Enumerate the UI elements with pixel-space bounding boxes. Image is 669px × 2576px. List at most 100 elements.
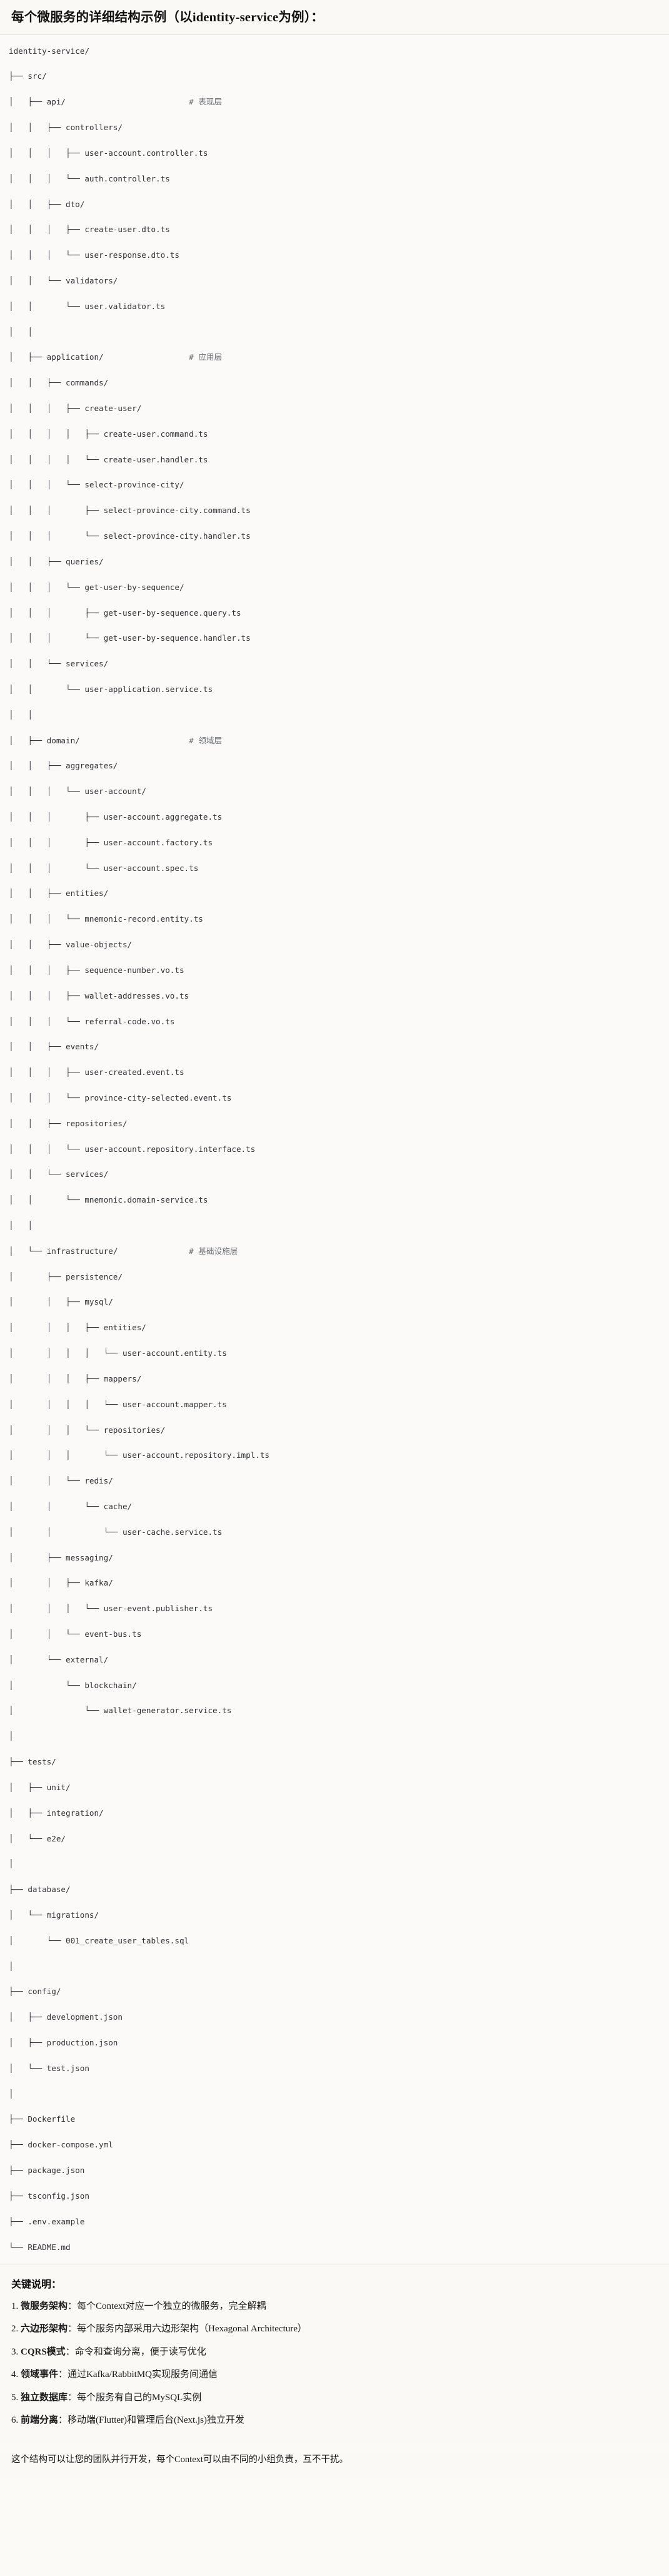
tree-line: │ │ │ └── user-event.publisher.ts — [9, 1604, 213, 1614]
tree-line: │ │ │ └── select-province-city.handler.t… — [9, 531, 251, 541]
tree-line: │ │ │ │ └── user-account.entity.ts — [9, 1348, 227, 1358]
tree-line: │ │ ├── kafka/ — [9, 1578, 113, 1588]
key-note-number: 2. — [11, 2324, 21, 2334]
key-note-description: 每个服务内部采用六边形架构（Hexagonal Architecture） — [77, 2324, 307, 2334]
tree-line: │ ├── development.json — [9, 2012, 123, 2022]
page-title-paren-close: 为例） — [278, 10, 311, 24]
tree-line: ├── package.json — [9, 2166, 85, 2176]
key-note-number: 3. — [11, 2346, 21, 2357]
key-note-description: 命令和查询分离，便于读写优化 — [74, 2346, 206, 2357]
tree-line: │ │ │ └── auth.controller.ts — [9, 173, 170, 183]
tree-line: │ │ └── event-bus.ts — [9, 1629, 142, 1639]
key-note-description: 每个服务有自己的MySQL实例 — [77, 2392, 202, 2403]
key-note-separator: ： — [65, 2346, 75, 2357]
tree-line: │ │ ├── mysql/ — [9, 1297, 113, 1307]
tree-line-comment: # 基础设施层 — [189, 1246, 238, 1256]
key-note-item: 1. 微服务架构：每个Context对应一个独立的微服务，完全解耦 — [11, 2299, 658, 2314]
tree-line: │ │ └── user-application.service.ts — [9, 684, 213, 694]
tree-line: │ └── test.json — [9, 2063, 89, 2073]
key-note-number: 1. — [11, 2301, 21, 2311]
key-note-term: 领域事件 — [21, 2370, 59, 2380]
page-title-prefix: 每个微服务的详细结构示例 — [11, 10, 167, 24]
document-page: 每个微服务的详细结构示例（以identity-service为例）： ident… — [0, 10, 669, 2478]
tree-line: │ │ ├── repositories/ — [9, 1118, 128, 1128]
tree-line: │ ├── messaging/ — [9, 1552, 113, 1562]
tree-line: │ └── external/ — [9, 1654, 109, 1664]
tree-line: │ │ └── mnemonic.domain-service.ts — [9, 1195, 208, 1205]
tree-line: ├── .env.example — [9, 2216, 85, 2226]
page-title-colon: ： — [311, 10, 324, 24]
tree-line: │ └── wallet-generator.service.ts — [9, 1706, 232, 1716]
tree-line: ├── config/ — [9, 1987, 61, 1997]
key-notes-title: 关键说明： — [11, 2279, 62, 2290]
tree-line: │ ├── application/ # 应用层 — [9, 352, 223, 362]
tree-line: ├── src/ — [9, 71, 47, 81]
page-title-service-name: identity-service — [192, 11, 279, 24]
tree-line: │ │ │ ├── entities/ — [9, 1323, 146, 1333]
key-note-separator: ： — [68, 2301, 78, 2311]
page-title-paren-open: （以 — [166, 10, 193, 24]
key-note-item: 5. 独立数据库：每个服务有自己的MySQL实例 — [11, 2391, 658, 2405]
tree-line: │ │ └── cache/ — [9, 1501, 133, 1511]
closing-paragraph: 这个结构可以让您的团队并行开发，每个Context可以由不同的小组负责，互不干扰… — [0, 2452, 669, 2478]
tree-line: │ │ │ ├── create-user.dto.ts — [9, 225, 170, 235]
key-note-separator: ： — [58, 2415, 68, 2426]
tree-line: │ — [9, 1731, 14, 1741]
key-note-description: 每个Context对应一个独立的微服务，完全解耦 — [77, 2301, 266, 2311]
tree-line: │ │ │ └── get-user-by-sequence.handler.t… — [9, 633, 251, 643]
tree-line: │ │ ├── controllers/ — [9, 123, 123, 133]
tree-line: │ │ │ └── user-response.dto.ts — [9, 250, 179, 260]
tree-line: │ │ ├── events/ — [9, 1042, 99, 1052]
tree-line: │ ├── persistence/ — [9, 1271, 123, 1281]
tree-line: │ │ ├── queries/ — [9, 556, 104, 566]
key-note-description: 通过Kafka/RabbitMQ实现服务间通信 — [68, 2370, 218, 2380]
tree-line: │ ├── production.json — [9, 2038, 118, 2048]
tree-line-comment: # 领域层 — [189, 735, 223, 745]
tree-line: │ │ │ ├── wallet-addresses.vo.ts — [9, 990, 189, 1000]
tree-line: ├── tests/ — [9, 1757, 56, 1767]
tree-line: │ │ ├── value-objects/ — [9, 940, 133, 950]
key-note-term: 微服务架构 — [21, 2301, 68, 2311]
tree-line: │ │ └── user-cache.service.ts — [9, 1527, 223, 1537]
tree-line: │ — [9, 1859, 14, 1869]
tree-line: │ │ │ │ └── create-user.handler.ts — [9, 454, 208, 464]
tree-line: │ │ └── validators/ — [9, 275, 118, 285]
tree-line: │ — [9, 1961, 14, 1971]
key-note-item: 4. 领域事件：通过Kafka/RabbitMQ实现服务间通信 — [11, 2368, 658, 2382]
directory-tree: identity-service/ ├── src/ │ ├── api/ # … — [9, 45, 659, 2254]
tree-line: │ │ └── services/ — [9, 659, 109, 669]
key-note-term: 前端分离 — [21, 2415, 59, 2426]
tree-line: │ │ │ ├── user-account.controller.ts — [9, 148, 208, 158]
key-note-term: 六边形架构 — [21, 2324, 68, 2334]
key-note-separator: ： — [58, 2370, 68, 2380]
key-note-separator: ： — [68, 2392, 78, 2403]
tree-line: │ └── infrastructure/ # 基础设施层 — [9, 1246, 238, 1256]
tree-line: │ └── 001_create_user_tables.sql — [9, 1935, 189, 1945]
tree-line: │ │ ├── entities/ — [9, 888, 109, 899]
tree-line: │ └── blockchain/ — [9, 1680, 137, 1690]
key-note-item: 3. CQRS模式：命令和查询分离，便于读写优化 — [11, 2345, 658, 2360]
tree-line: │ ├── unit/ — [9, 1782, 71, 1792]
tree-line: │ │ │ ├── user-created.event.ts — [9, 1067, 184, 1077]
tree-line: │ │ └── services/ — [9, 1169, 109, 1179]
tree-line: │ │ │ ├── user-account.factory.ts — [9, 837, 213, 847]
key-note-item: 2. 六边形架构：每个服务内部采用六边形架构（Hexagonal Archite… — [11, 2322, 658, 2336]
tree-line: │ ├── integration/ — [9, 1808, 104, 1818]
tree-line: │ │ │ └── user-account.spec.ts — [9, 863, 199, 873]
tree-line: └── README.md — [9, 2242, 71, 2252]
key-note-number: 5. — [11, 2392, 21, 2403]
key-note-number: 6. — [11, 2415, 21, 2426]
tree-line: │ │ │ └── user-account.repository.impl.t… — [9, 1450, 270, 1460]
tree-line-comment: # 应用层 — [189, 352, 223, 362]
tree-line: │ │ — [9, 1221, 33, 1231]
tree-line: │ └── e2e/ — [9, 1833, 66, 1843]
key-note-term: CQRS模式 — [21, 2346, 66, 2357]
tree-line: │ │ │ └── repositories/ — [9, 1425, 166, 1435]
tree-line: │ │ │ └── referral-code.vo.ts — [9, 1016, 175, 1026]
tree-line: │ │ — [9, 710, 33, 720]
tree-line: ├── tsconfig.json — [9, 2191, 89, 2201]
tree-line: │ │ │ └── user-account/ — [9, 787, 146, 797]
key-note-term: 独立数据库 — [21, 2392, 68, 2403]
